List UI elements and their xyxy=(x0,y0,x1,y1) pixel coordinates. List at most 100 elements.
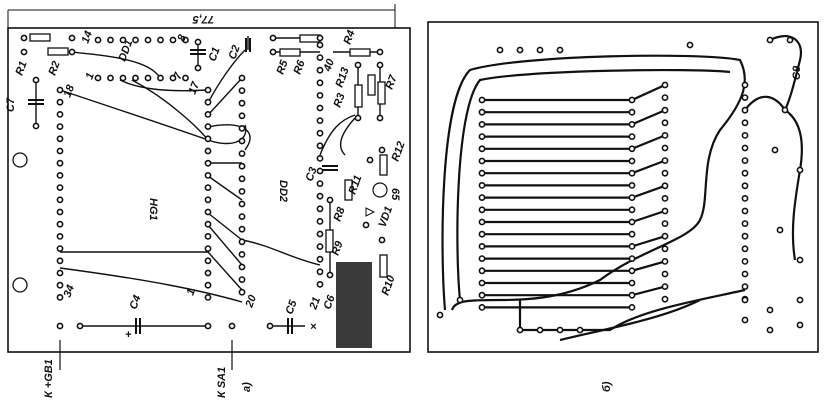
solder-pad xyxy=(204,123,212,130)
solder-pad xyxy=(516,326,524,334)
solder-pad xyxy=(56,135,64,143)
solder-pad xyxy=(228,322,236,330)
solder-pad xyxy=(144,74,152,82)
solder-pad xyxy=(781,106,789,114)
solder-pad xyxy=(238,225,246,233)
pin-1: 1 xyxy=(84,71,97,81)
solder-pad xyxy=(157,36,164,44)
solder-pad xyxy=(204,184,212,191)
solder-pad xyxy=(661,283,669,290)
solder-pad xyxy=(56,269,64,277)
label-c9: C9 xyxy=(791,65,803,80)
solder-pad xyxy=(316,92,324,99)
solder-pad xyxy=(266,322,274,330)
label-r6: R6 xyxy=(292,58,308,76)
solder-pad xyxy=(56,293,64,301)
solder-pad xyxy=(478,242,486,250)
solder-pad xyxy=(556,326,564,334)
solder-pad xyxy=(204,281,212,289)
solder-pad xyxy=(478,108,486,116)
solder-pad xyxy=(741,131,749,139)
solder-pad xyxy=(56,196,64,204)
solder-pad xyxy=(56,86,64,94)
solder-pad xyxy=(516,46,524,54)
solder-pad xyxy=(478,169,486,177)
pin-18: 18 xyxy=(62,83,78,99)
solder-pad xyxy=(741,207,749,215)
solder-pad xyxy=(478,279,486,287)
label-r5: R5 xyxy=(275,58,291,76)
pin-7: 7 xyxy=(172,70,186,81)
solder-pad xyxy=(238,263,246,271)
connection-gb1: К +GB1 xyxy=(43,359,55,398)
chip-label-dd1: DD1 xyxy=(117,38,136,63)
solder-pad xyxy=(32,122,40,130)
solder-pad xyxy=(316,66,324,74)
solder-pad xyxy=(661,220,669,227)
solder-pad xyxy=(68,34,76,42)
solder-pad xyxy=(478,206,486,214)
solder-pad xyxy=(316,117,324,124)
board-b-outline xyxy=(427,21,819,353)
solder-pad xyxy=(741,257,749,265)
solder-pad xyxy=(238,288,246,296)
solder-pad xyxy=(144,36,152,44)
solder-pad xyxy=(741,194,749,202)
solder-pad xyxy=(354,114,362,122)
solder-pad xyxy=(661,94,669,101)
solder-pad xyxy=(628,145,636,153)
solder-pad xyxy=(628,133,636,140)
solder-pad xyxy=(56,257,64,265)
solder-pad xyxy=(169,36,177,44)
solder-pad xyxy=(478,230,486,238)
trace xyxy=(482,159,666,175)
traces-b xyxy=(441,34,803,342)
solder-pad xyxy=(107,36,114,44)
solder-pad xyxy=(132,36,139,44)
solder-pad xyxy=(741,157,749,164)
shaded-area xyxy=(336,262,372,348)
mounting-hole xyxy=(12,277,28,293)
solder-pad xyxy=(238,238,246,246)
solder-pad xyxy=(661,157,669,164)
solder-pad xyxy=(376,114,384,122)
solder-pad xyxy=(362,221,370,229)
solder-pad xyxy=(661,232,669,240)
trace xyxy=(482,184,666,199)
solder-pad xyxy=(316,79,324,87)
solder-pad xyxy=(316,268,324,276)
solder-pad xyxy=(204,220,212,228)
solder-pad xyxy=(204,269,212,277)
solder-pad xyxy=(628,206,636,214)
chip-label-hg1: HG1 xyxy=(147,198,159,221)
solder-pad xyxy=(316,104,324,112)
solder-pad xyxy=(119,74,127,82)
solder-pad xyxy=(628,194,636,201)
solder-pad xyxy=(20,48,28,56)
mounting-hole xyxy=(12,152,28,168)
solder-pad xyxy=(661,182,669,190)
label-c2: C2 xyxy=(227,44,243,61)
solder-pad xyxy=(316,142,324,150)
label-r12: R12 xyxy=(390,140,408,163)
solder-pad xyxy=(628,181,636,189)
solder-pad xyxy=(316,34,324,42)
solder-pad xyxy=(238,124,246,132)
solder-pad xyxy=(354,61,362,69)
solder-pad xyxy=(316,192,324,200)
solder-pad xyxy=(316,217,324,225)
solder-pad xyxy=(741,245,749,253)
solder-pad xyxy=(741,232,749,240)
solder-pad xyxy=(56,184,64,191)
solder-pad xyxy=(56,159,64,167)
solder-pad xyxy=(478,267,486,275)
solder-pad xyxy=(661,131,669,139)
solder-pad xyxy=(661,106,669,114)
solder-pad xyxy=(478,121,486,128)
pin-14: 14 xyxy=(80,29,95,45)
solder-pad xyxy=(661,144,669,152)
solder-pad xyxy=(238,112,246,120)
solder-pad xyxy=(628,96,636,104)
label-c5: C5 xyxy=(284,298,300,316)
